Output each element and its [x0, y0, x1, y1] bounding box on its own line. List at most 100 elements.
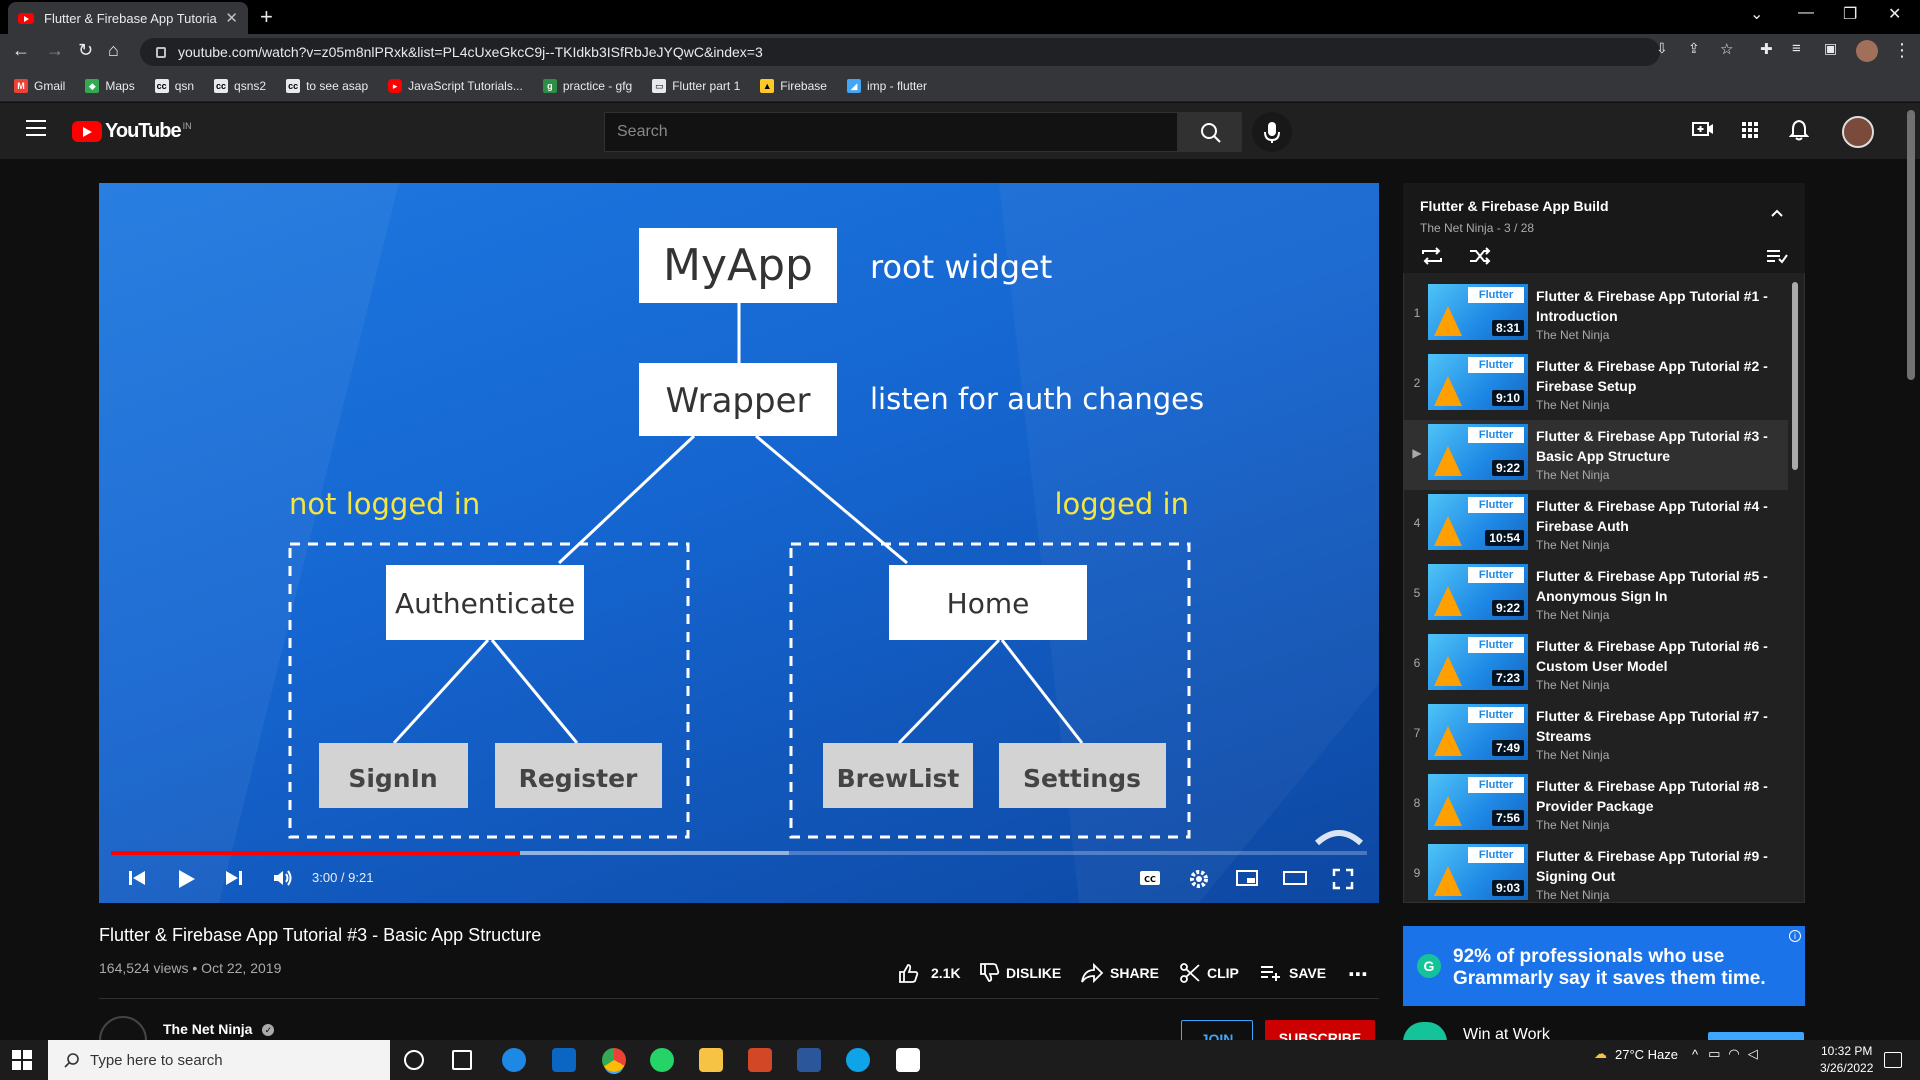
browser-tab-active[interactable]: Flutter & Firebase App Tutorial # ✕: [8, 2, 248, 34]
close-tab-icon[interactable]: ✕: [225, 10, 238, 27]
dislike-button[interactable]: DISLIKE: [978, 962, 1061, 984]
profile-avatar[interactable]: [1856, 40, 1878, 62]
chrome-menu-icon[interactable]: ⋮: [1893, 40, 1911, 60]
bookmark-flutter-part-1[interactable]: ▭Flutter part 1: [652, 78, 740, 93]
create-video-icon[interactable]: [1692, 120, 1714, 138]
forward-arrow-icon[interactable]: →: [46, 40, 64, 60]
battery-icon[interactable]: ▭: [1708, 1046, 1721, 1061]
settings-gear-icon[interactable]: [1188, 868, 1210, 890]
word-icon[interactable]: [797, 1048, 821, 1072]
volume-icon[interactable]: [272, 868, 294, 888]
apps-grid-icon[interactable]: [1742, 122, 1758, 138]
bookmark-maps[interactable]: ◆Maps: [85, 78, 135, 93]
previous-video-icon[interactable]: [127, 868, 147, 888]
channel-name[interactable]: The Net Ninja ✓: [163, 1021, 275, 1037]
user-avatar[interactable]: [1842, 116, 1874, 148]
share-page-icon[interactable]: ⇪: [1688, 40, 1700, 56]
wifi-icon[interactable]: ◠: [1728, 1046, 1740, 1061]
loop-playlist-icon[interactable]: [1420, 246, 1444, 266]
grammarly-ad-banner[interactable]: G 92% of professionals who use Grammarly…: [1403, 926, 1805, 1006]
shuffle-icon[interactable]: [1468, 246, 1492, 266]
windows-start-icon[interactable]: [12, 1050, 32, 1070]
playlist-scrollbar[interactable]: [1792, 282, 1798, 470]
hamburger-menu-icon[interactable]: [26, 120, 46, 141]
ad-cta-button[interactable]: [1708, 1032, 1804, 1040]
theater-mode-icon[interactable]: [1282, 868, 1308, 888]
ad-info-icon[interactable]: i: [1789, 930, 1801, 942]
share-button[interactable]: SHARE: [1080, 962, 1159, 984]
app-icon[interactable]: [896, 1048, 920, 1072]
page-scrollbar[interactable]: [1907, 110, 1915, 380]
playlist-title[interactable]: Flutter & Firebase App Build: [1420, 198, 1609, 214]
edge-icon[interactable]: [502, 1048, 526, 1072]
address-bar[interactable]: youtube.com/watch?v=z05m8nlPRxk&list=PL4…: [140, 38, 1660, 66]
cortana-icon[interactable]: [404, 1050, 424, 1070]
back-arrow-icon[interactable]: ←: [12, 40, 30, 60]
extensions-puzzle-icon[interactable]: ✚: [1760, 41, 1773, 58]
weather-text[interactable]: 27°C Haze: [1615, 1046, 1679, 1062]
miniplayer-icon[interactable]: [1235, 868, 1259, 888]
mail-icon[interactable]: [552, 1048, 576, 1072]
file-explorer-icon[interactable]: [699, 1048, 723, 1072]
bookmark-imp-flutter[interactable]: ◢imp - flutter: [846, 78, 927, 93]
taskbar-search-input[interactable]: Type here to search: [48, 1040, 390, 1080]
whatsapp-icon[interactable]: [650, 1048, 674, 1072]
speaker-icon[interactable]: ◁: [1747, 1046, 1758, 1061]
bookmark-star-icon[interactable]: ☆: [1720, 41, 1734, 58]
search-input[interactable]: Search: [604, 112, 1178, 152]
reload-icon[interactable]: ↻: [78, 40, 94, 60]
save-button[interactable]: SAVE: [1259, 962, 1326, 984]
collapse-chevron-up-icon[interactable]: [1770, 208, 1784, 218]
task-view-icon[interactable]: [452, 1050, 472, 1070]
like-button[interactable]: 2.1K: [897, 962, 961, 984]
new-tab-icon[interactable]: +: [260, 4, 273, 29]
tab-search-chevron-icon[interactable]: ⌄: [1750, 6, 1764, 23]
fullscreen-icon[interactable]: [1332, 868, 1354, 890]
progress-bar[interactable]: [111, 851, 1367, 855]
playlist-options-icon[interactable]: [1766, 248, 1788, 264]
video-player[interactable]: MyApp root widget Wrapper listen for aut…: [99, 183, 1379, 903]
next-video-icon[interactable]: [224, 868, 244, 888]
search-button[interactable]: [1178, 112, 1242, 152]
youtube-logo[interactable]: YouTube IN: [72, 120, 192, 143]
more-actions-icon[interactable]: ⋯: [1348, 964, 1368, 986]
clip-button[interactable]: CLIP: [1179, 962, 1239, 984]
close-window-icon[interactable]: ✕: [1888, 6, 1902, 23]
media-control-icon[interactable]: ≡: [1792, 40, 1801, 57]
edge-dev-icon[interactable]: [846, 1048, 870, 1072]
notifications-bell-icon[interactable]: [1789, 119, 1809, 141]
clock[interactable]: 10:32 PM 3/26/2022: [1820, 1044, 1874, 1075]
chrome-icon[interactable]: [602, 1048, 626, 1072]
minimize-icon[interactable]: —: [1798, 4, 1814, 21]
bookmark-javascript-tutorials[interactable]: ▸JavaScript Tutorials...: [388, 78, 523, 93]
side-panel-icon[interactable]: ▣: [1824, 40, 1838, 56]
captions-icon[interactable]: CC: [1139, 868, 1161, 888]
bookmark-firebase[interactable]: ▲Firebase: [760, 78, 827, 93]
voice-search-button[interactable]: [1252, 112, 1292, 152]
install-icon[interactable]: ⇩: [1656, 40, 1668, 56]
play-icon[interactable]: [175, 868, 197, 890]
home-icon[interactable]: ⌂: [108, 40, 119, 60]
